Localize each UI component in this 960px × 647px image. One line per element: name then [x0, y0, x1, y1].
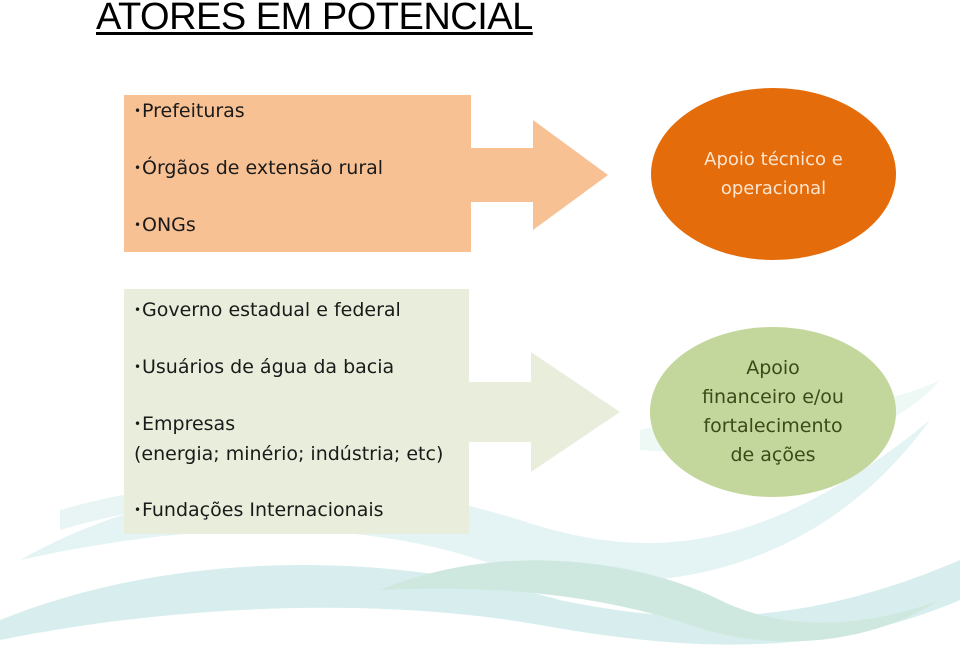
list-item: Governo estadual e federal: [134, 299, 401, 321]
list-item: Usuários de água da bacia: [134, 356, 394, 378]
list-item-label: Empresas: [142, 413, 236, 435]
list-item: Empresas (energia; minério; indústria; e…: [134, 413, 443, 465]
list-item: Prefeituras: [134, 100, 245, 122]
local-actors-box: Prefeituras Órgãos de extensão rural ONG…: [124, 95, 471, 252]
list-item-continuation: (energia; minério; indústria; etc): [134, 443, 444, 465]
financial-support-oval: Apoio financeiro e/ou fortalecimento de …: [650, 327, 896, 497]
arrow-right-icon: [469, 352, 620, 472]
oval-label: Apoio técnico e operacional: [704, 149, 843, 199]
list-item: Fundações Internacionais: [134, 499, 384, 521]
list-item: Órgãos de extensão rural: [134, 157, 383, 179]
list-item: ONGs: [134, 214, 196, 236]
funding-actors-box: Governo estadual e federal Usuários de á…: [124, 289, 469, 534]
oval-label: Apoio financeiro e/ou fortalecimento de …: [702, 357, 844, 466]
page-title: ATORES EM POTENCIAL: [96, 0, 533, 38]
technical-support-oval: Apoio técnico e operacional: [651, 88, 896, 260]
arrow-right-icon: [471, 120, 608, 230]
